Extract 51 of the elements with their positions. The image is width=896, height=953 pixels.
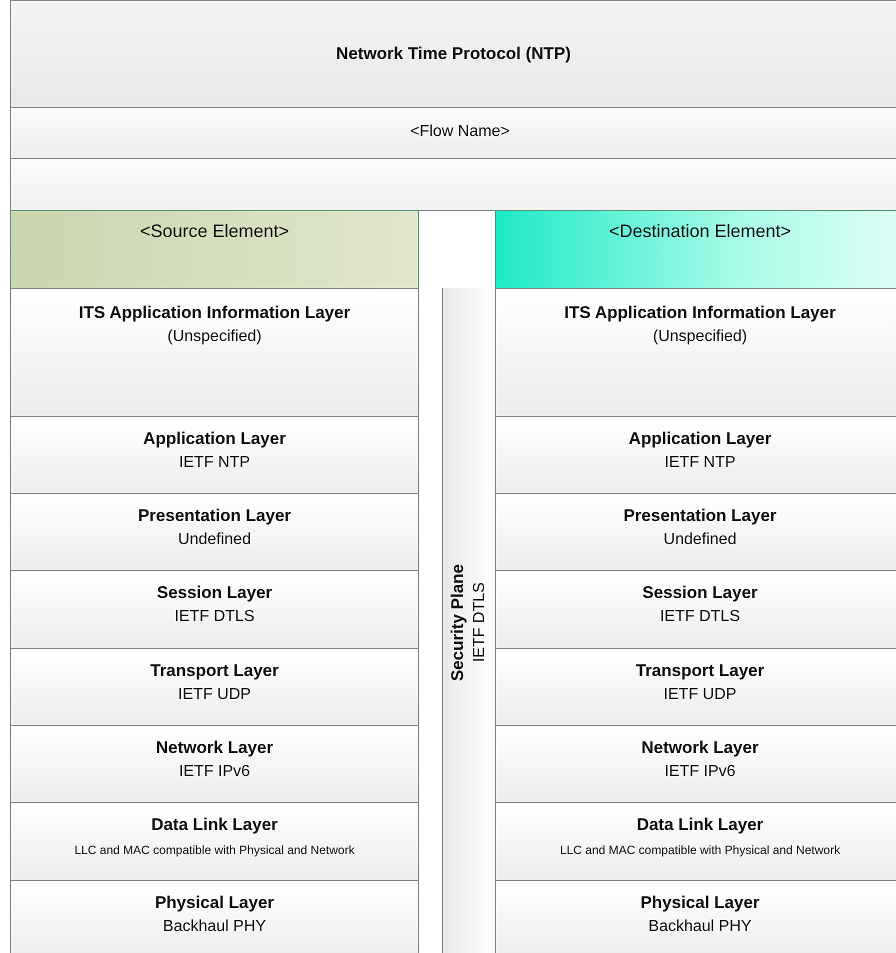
layer-protocol: IETF NTP xyxy=(663,454,737,472)
layer-box xyxy=(10,288,419,417)
layer-name: Data Link Layer xyxy=(150,815,279,835)
layer-protocol: Backhaul PHY xyxy=(647,918,753,936)
plane-name: Security Plane xyxy=(447,564,468,682)
element-name: <Source Element> xyxy=(138,221,290,242)
layer-protocol: LLC and MAC compatible with Physical and Network xyxy=(73,843,356,857)
layer-protocol: IETF IPv6 xyxy=(663,763,737,781)
layer-name: Application Layer xyxy=(628,429,772,449)
flow-name: <Flow Name> xyxy=(409,123,511,141)
layer-box xyxy=(495,288,896,417)
diagram-title: Network Time Protocol (NTP) xyxy=(336,44,571,64)
layer-protocol: (Unspecified) xyxy=(166,328,263,346)
layer-protocol: IETF NTP xyxy=(178,454,252,472)
layer-protocol: LLC and MAC compatible with Physical and Network xyxy=(558,843,842,857)
layer-protocol: Backhaul PHY xyxy=(162,918,268,936)
layer-protocol: (Unspecified) xyxy=(652,328,748,346)
layer-name: Presentation Layer xyxy=(136,506,292,526)
layer-name: Network Layer xyxy=(640,738,760,758)
layer-name: Physical Layer xyxy=(154,893,276,913)
layer-box xyxy=(10,416,419,494)
empty-band xyxy=(10,158,896,211)
layer-name: Transport Layer xyxy=(149,661,280,681)
plane-protocol: IETF DTLS xyxy=(470,582,489,665)
layer-name: Application Layer xyxy=(142,429,287,449)
layer-protocol: IETF UDP xyxy=(177,686,252,704)
layer-name: ITS Application Information Layer xyxy=(563,303,837,323)
layer-box xyxy=(10,648,419,726)
layer-name: Physical Layer xyxy=(639,893,761,913)
layer-name: ITS Application Information Layer xyxy=(78,303,352,323)
layer-name: Transport Layer xyxy=(634,661,766,681)
layer-name: Network Layer xyxy=(154,738,274,758)
source-element-header xyxy=(10,210,419,289)
layer-protocol: IETF DTLS xyxy=(658,608,741,626)
layer-box xyxy=(10,570,419,649)
destination-element-header xyxy=(495,210,896,289)
layer-name: Session Layer xyxy=(641,583,759,603)
element-name: <Destination Element> xyxy=(608,221,792,242)
layer-box xyxy=(10,725,419,803)
layer-protocol: Undefined xyxy=(662,531,738,549)
layer-protocol: IETF UDP xyxy=(662,686,738,704)
layer-name: Data Link Layer xyxy=(636,815,764,835)
layer-box xyxy=(10,880,419,953)
layer-protocol: IETF DTLS xyxy=(173,608,256,626)
layer-protocol: Undefined xyxy=(177,531,252,549)
layer-protocol: IETF IPv6 xyxy=(178,763,252,781)
layer-box xyxy=(10,802,419,881)
layer-name: Session Layer xyxy=(156,583,274,603)
layer-box xyxy=(10,493,419,571)
layer-name: Presentation Layer xyxy=(622,506,778,526)
flow-name-band xyxy=(10,107,896,159)
